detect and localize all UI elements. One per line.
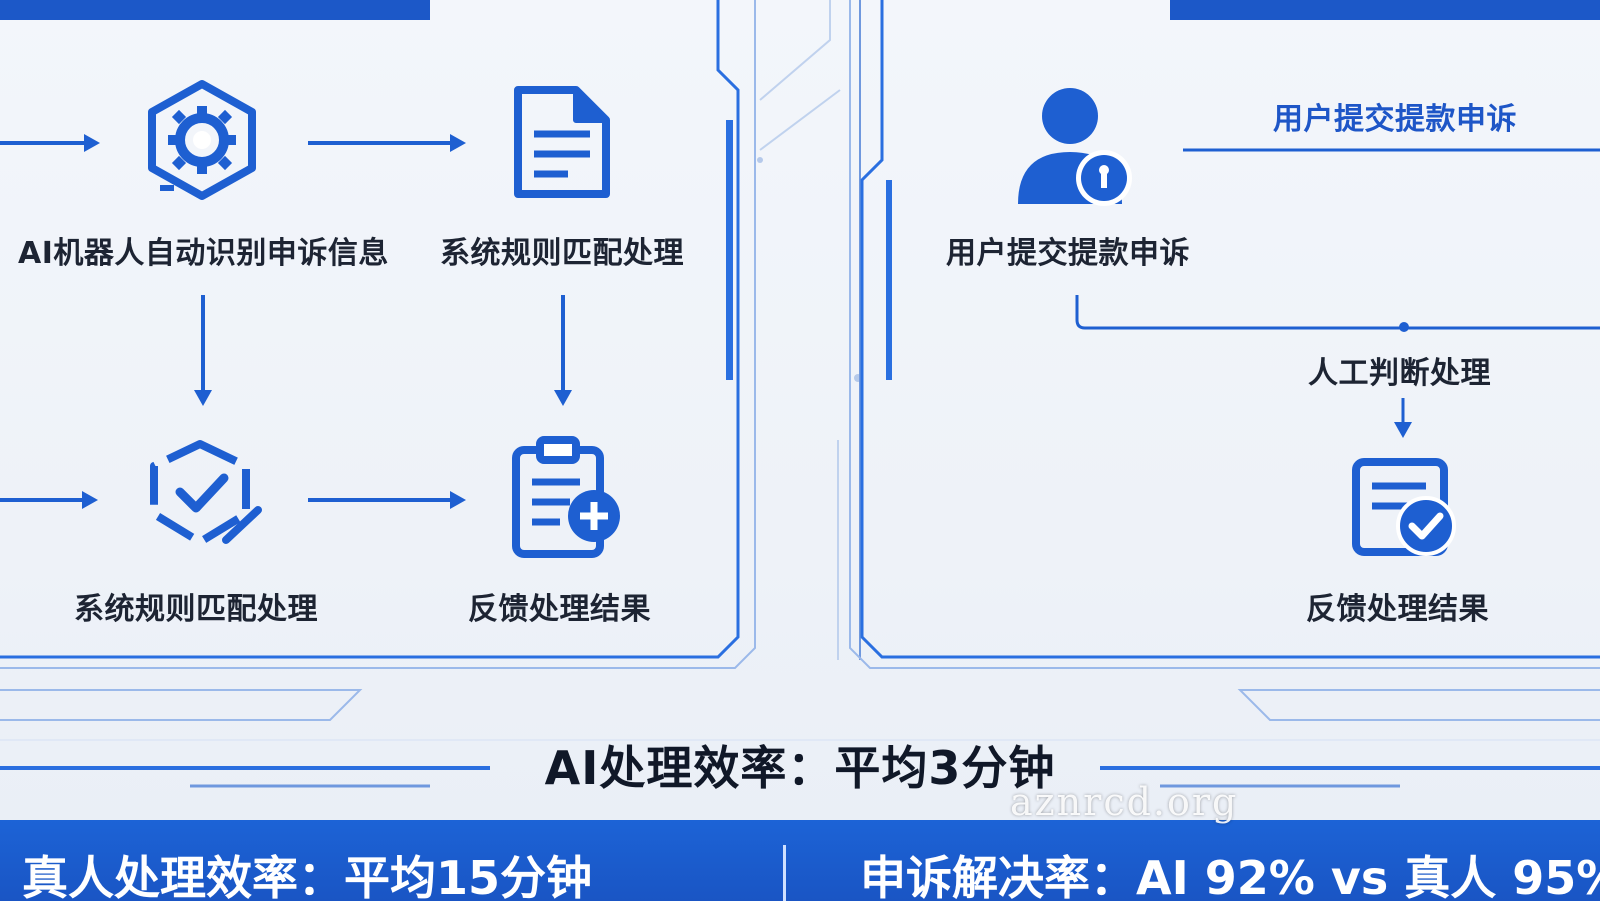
- label-feedback-left: 反馈处理结果: [468, 592, 651, 627]
- clipboard-plus-node: [510, 436, 630, 560]
- label-user-submit-header: 用户提交提款申诉: [1273, 102, 1517, 137]
- shield-check-node: [142, 436, 266, 556]
- user-alert-icon: [1018, 88, 1132, 206]
- watermark: aznrcd.org: [1010, 780, 1239, 824]
- label-rule-match-top: 系统规则匹配处理: [440, 236, 684, 271]
- footer-left-text: 真人处理效率：平均15分钟: [22, 851, 593, 901]
- shield-check-icon: [150, 440, 262, 546]
- document-check-node: [1350, 456, 1460, 560]
- clipboard-plus-icon: [512, 436, 620, 558]
- footer-banner: 真人处理效率：平均15分钟 申诉解决率：AI 92% vs 真人 95%: [0, 820, 1600, 901]
- document-check-icon: [1352, 458, 1456, 556]
- right-flow-lines: [1075, 148, 1600, 425]
- center-title-row: AI处理效率：平均3分钟: [0, 735, 1600, 795]
- left-flow-arrows: [0, 134, 572, 509]
- label-ai-recognize: AI机器人自动识别申诉信息: [18, 236, 389, 271]
- document-node: [510, 82, 614, 202]
- label-rule-match-bottom: 系统规则匹配处理: [74, 592, 318, 627]
- label-user-submit: 用户提交提款申诉: [946, 236, 1190, 271]
- gear-hexagon-node: [140, 78, 264, 202]
- label-feedback-right: 反馈处理结果: [1306, 592, 1489, 627]
- footer-right-text: 申诉解决率：AI 92% vs 真人 95%: [860, 851, 1600, 901]
- footer-separator: [783, 845, 786, 901]
- user-alert-node: [1012, 86, 1142, 206]
- label-manual-judge: 人工判断处理: [1308, 356, 1491, 391]
- document-icon: [514, 86, 610, 198]
- gear-hexagon-icon: [148, 80, 256, 200]
- center-title: AI处理效率：平均3分钟: [544, 741, 1056, 795]
